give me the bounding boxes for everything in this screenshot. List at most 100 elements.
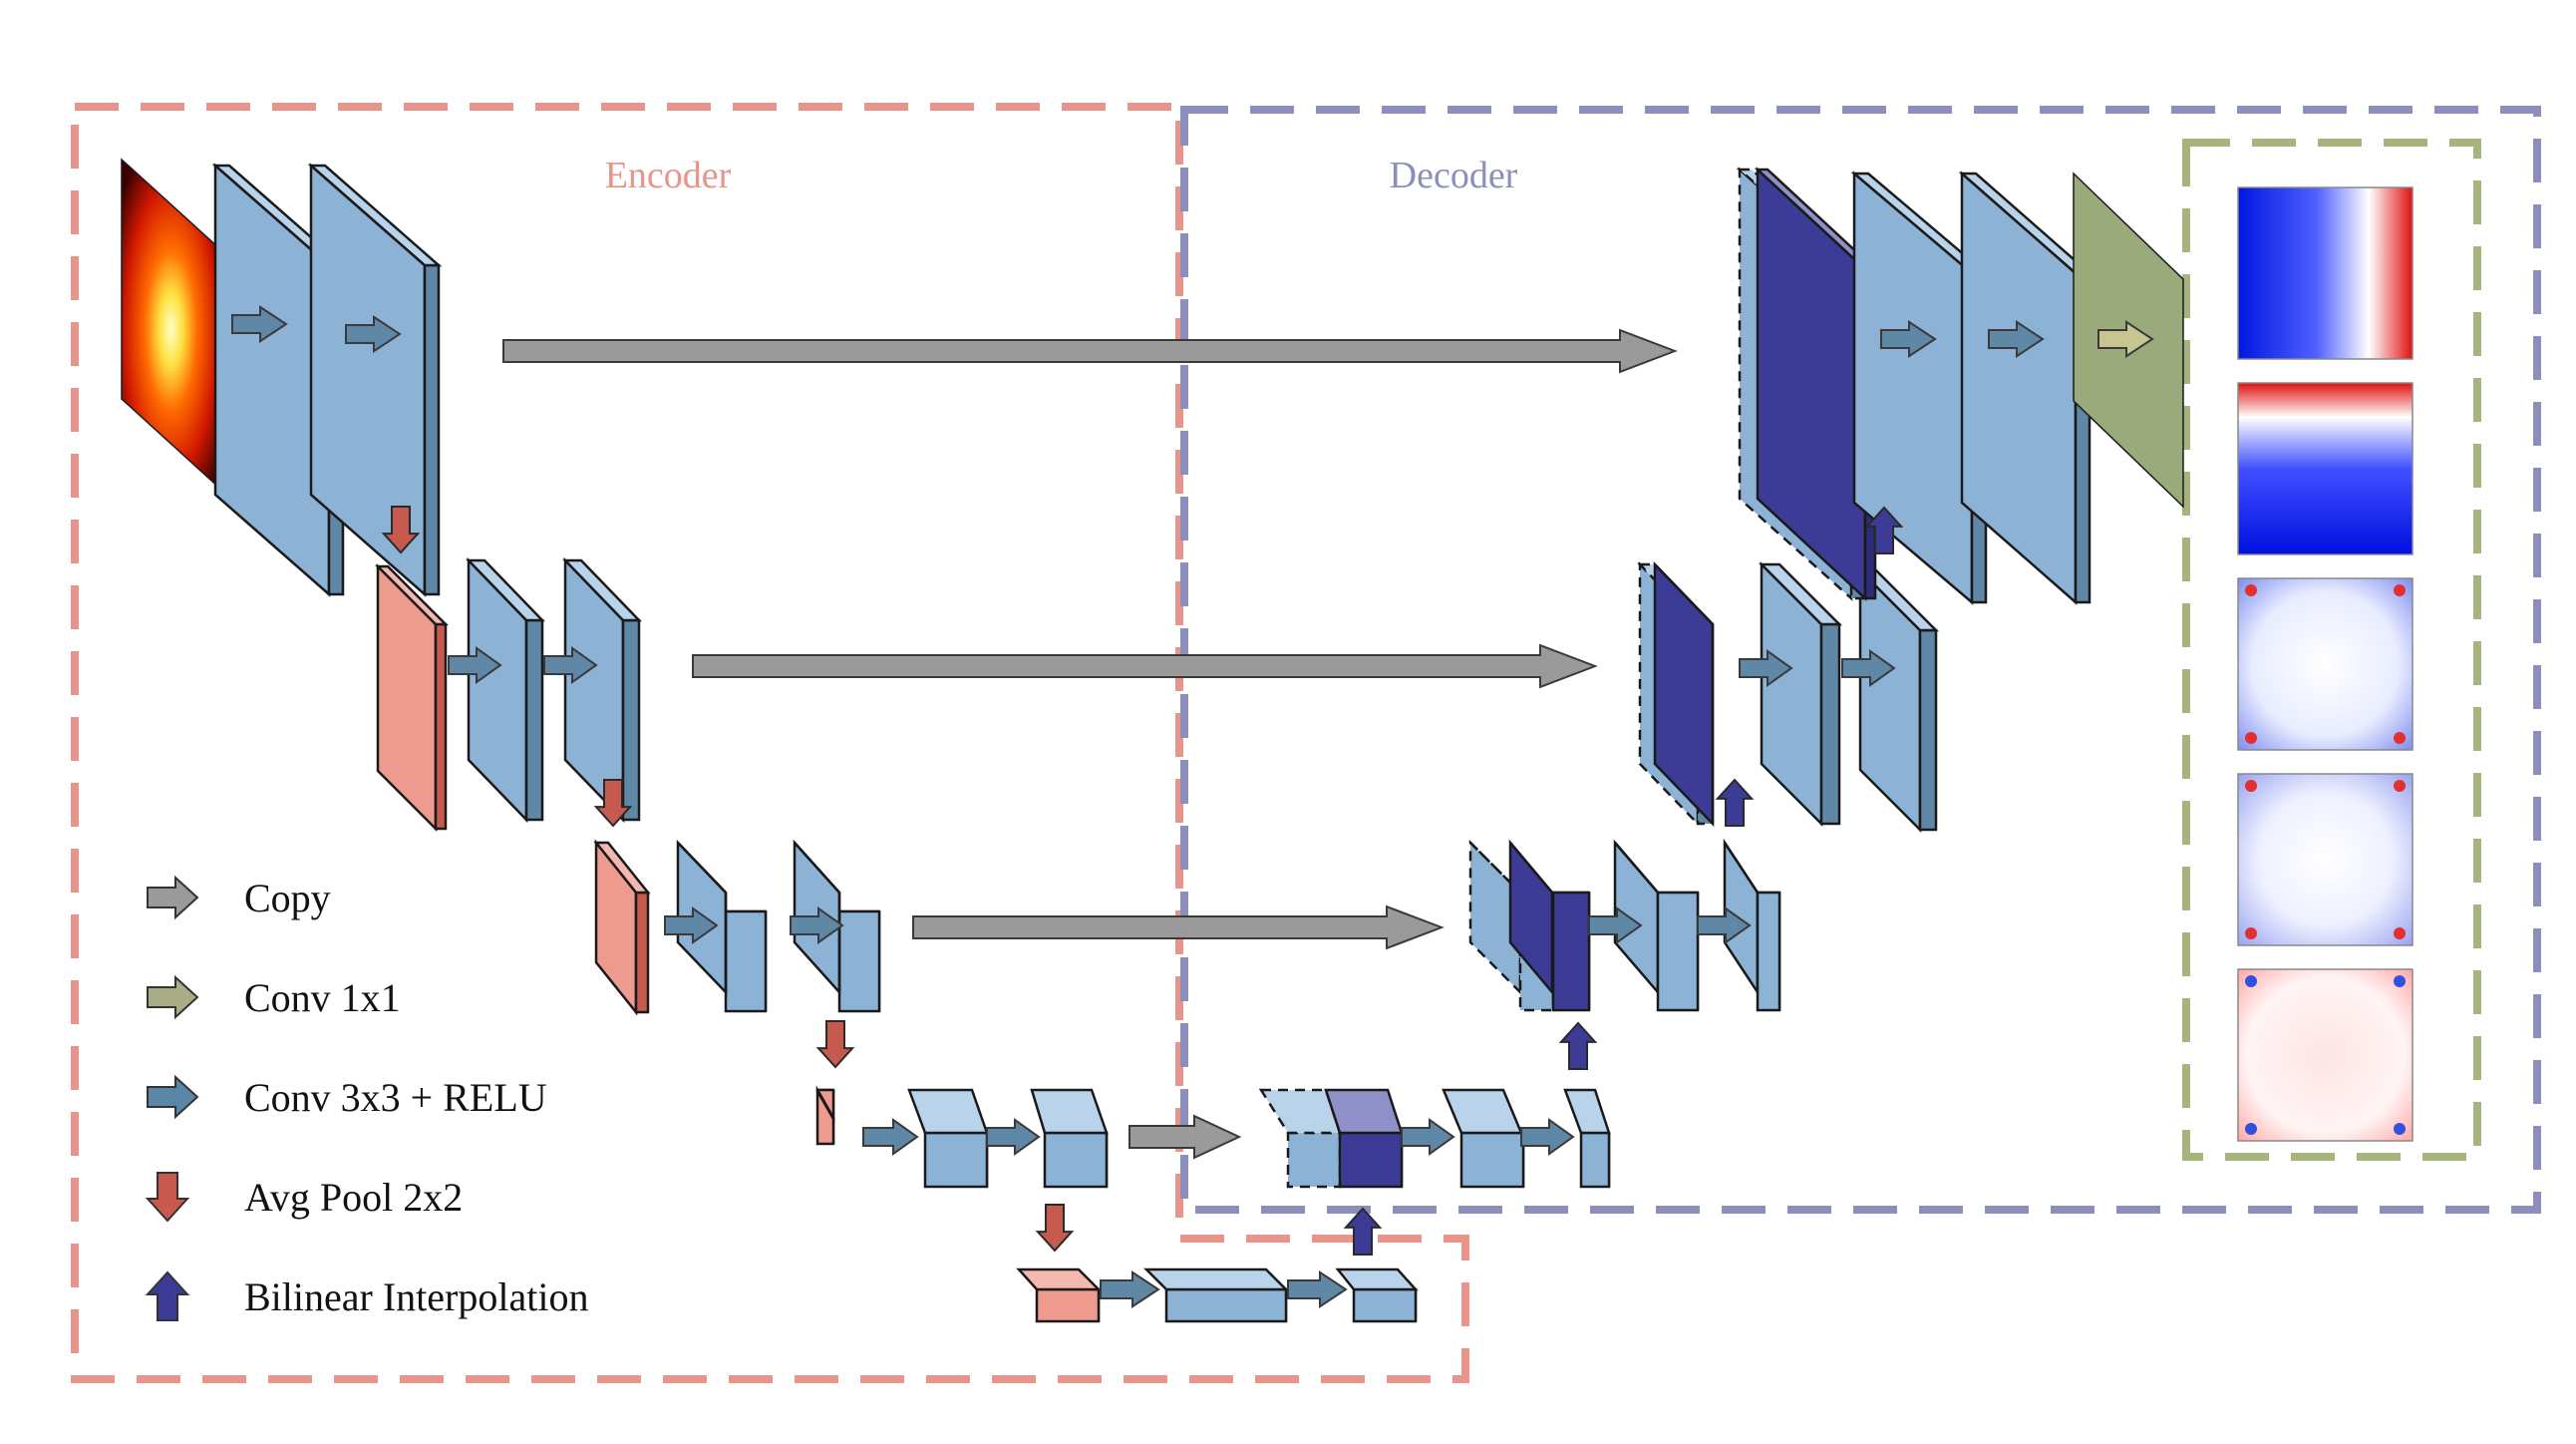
stress-map-4 bbox=[2237, 773, 2414, 946]
bottleneck-conv2-front bbox=[1352, 1287, 1418, 1323]
bottleneck-pool-top bbox=[1016, 1267, 1103, 1291]
enc-l2-conv2-topedge bbox=[562, 558, 642, 622]
conv1x1-arrow bbox=[2097, 320, 2154, 358]
upsample-arrow-1 bbox=[1343, 1207, 1383, 1256]
enc-l4-conv2 bbox=[1043, 1131, 1109, 1189]
dec-l2-conv1-edge bbox=[1819, 622, 1841, 826]
enc-l2-conv2-edge bbox=[621, 618, 641, 822]
dec-l3-conv1-front-front bbox=[1656, 891, 1700, 1012]
enc-l2-conv2 bbox=[562, 556, 642, 824]
conv-arrow-b2 bbox=[1287, 1270, 1348, 1308]
output-maps bbox=[2237, 186, 2414, 1142]
dec-l3-conv2-front-front bbox=[1756, 891, 1781, 1012]
legend-label-2: Conv 3x3 + RELU bbox=[244, 1075, 547, 1120]
conv-arrow-d2b bbox=[1841, 648, 1896, 688]
enc-l2-pool-topedge bbox=[374, 564, 450, 626]
stress-map-5-corner-2 bbox=[2245, 1123, 2257, 1135]
dec-l4-up-top bbox=[1324, 1088, 1404, 1135]
dec-l2-conv1 bbox=[1758, 560, 1843, 828]
output-frame bbox=[2182, 139, 2481, 1161]
enc-l3-conv1-front bbox=[724, 909, 768, 1013]
dec-l4-concat-copy-front bbox=[1286, 1131, 1342, 1189]
bottleneck-conv2 bbox=[1352, 1287, 1418, 1323]
conv-arrow-e4a bbox=[862, 1117, 919, 1157]
conv-arrow-e2b bbox=[543, 645, 598, 685]
legend-arrow-0 bbox=[147, 875, 199, 920]
stress-map-2 bbox=[2237, 382, 2414, 555]
dec-l4-conv1-front bbox=[1459, 1131, 1525, 1189]
bottleneck-conv1-front bbox=[1164, 1287, 1288, 1323]
pool-arrow-2 bbox=[593, 779, 633, 828]
dec-l2-up bbox=[1653, 560, 1715, 828]
conv-arrow-e3b bbox=[790, 905, 844, 945]
pool-arrow-4 bbox=[1035, 1204, 1075, 1253]
dec-l3-up-front bbox=[1551, 891, 1591, 1012]
enc-l4-poolb bbox=[815, 1085, 835, 1124]
legend-arrow-3 bbox=[145, 1172, 190, 1223]
enc-l3-conv2b-topedge bbox=[794, 842, 840, 894]
legend-label-0: Copy bbox=[244, 876, 331, 920]
dec-l3-conv1-front bbox=[1656, 891, 1700, 1012]
enc-l1-conv2-topedge bbox=[307, 164, 443, 267]
dec-l4-conv2 bbox=[1579, 1131, 1611, 1189]
network-layers bbox=[121, 158, 2184, 1323]
stress-map-5-field bbox=[2237, 968, 2414, 1142]
decoder-label: Decoder bbox=[1390, 155, 1518, 196]
conv-arrow-e1b bbox=[345, 315, 402, 353]
stress-map-3-corner-3 bbox=[2394, 732, 2406, 744]
enc-l4-conv1-front bbox=[923, 1131, 989, 1189]
dec-l4-conv2-front bbox=[1579, 1131, 1611, 1189]
enc-l3-pool bbox=[593, 839, 651, 1016]
stress-map-1 bbox=[2237, 186, 2414, 360]
stress-map-3-field bbox=[2237, 577, 2414, 751]
legend-arrow-4 bbox=[145, 1270, 190, 1321]
enc-l1-conv2 bbox=[307, 163, 443, 597]
upsample-arrow-2 bbox=[1558, 1021, 1598, 1070]
dec-l1-conv2 bbox=[1958, 171, 2093, 605]
enc-l4-conv2-top bbox=[1030, 1088, 1109, 1135]
dec-l4-concat-up bbox=[1338, 1131, 1404, 1189]
stress-map-4-corner-3 bbox=[2394, 927, 2406, 939]
bottleneck-pool bbox=[1035, 1287, 1101, 1323]
stress-map-3 bbox=[2237, 577, 2414, 751]
conv-arrow-d3b bbox=[1697, 905, 1752, 945]
conv-arrow-e4b bbox=[986, 1117, 1041, 1157]
encoder-label: Encoder bbox=[605, 155, 732, 196]
stress-map-3-corner-0 bbox=[2245, 584, 2257, 596]
pool-arrow-3 bbox=[815, 1020, 855, 1069]
enc-l2-conv1-topedge bbox=[466, 558, 545, 622]
legend-item-4: Bilinear Interpolation bbox=[145, 1270, 588, 1321]
enc-l3-conv1 bbox=[724, 909, 768, 1013]
skip-arrow-l2 bbox=[692, 643, 1598, 689]
encoder-frame bbox=[71, 103, 1469, 1383]
legend-item-1: Conv 1x1 bbox=[147, 974, 401, 1020]
enc-l3-conv2 bbox=[837, 909, 881, 1013]
bottleneck-conv1-top bbox=[1142, 1267, 1290, 1291]
skip-arrow-l1 bbox=[502, 328, 1678, 374]
stress-map-4-corner-2 bbox=[2245, 927, 2257, 939]
enc-l2-pool-edge bbox=[434, 622, 448, 831]
legend-arrow-1 bbox=[147, 974, 199, 1020]
legend-label-4: Bilinear Interpolation bbox=[244, 1274, 588, 1319]
legend-item-3: Avg Pool 2x2 bbox=[145, 1172, 463, 1223]
dec-l4-concat-copy bbox=[1286, 1131, 1342, 1189]
skip-arrow-l4 bbox=[1128, 1114, 1242, 1160]
dec-l2-conv1-topedge bbox=[1758, 562, 1843, 626]
stress-map-3-corner-1 bbox=[2394, 584, 2406, 596]
bottleneck-conv2-top bbox=[1335, 1267, 1419, 1291]
stress-map-3-corner-2 bbox=[2245, 732, 2257, 744]
stress-map-5 bbox=[2237, 968, 2414, 1142]
dec-l3-up-front-front bbox=[1551, 891, 1591, 1012]
legend-item-0: Copy bbox=[147, 875, 331, 920]
conv-arrow-e1a bbox=[231, 305, 288, 343]
enc-l3-conv1b-topedge bbox=[677, 842, 727, 894]
legend-item-2: Conv 3x3 + RELU bbox=[147, 1074, 547, 1120]
conv-arrow-d1a bbox=[1880, 320, 1937, 358]
conv-arrow-e2a bbox=[448, 645, 502, 685]
enc-l3-conv2-front bbox=[837, 909, 881, 1013]
conv-arrow-d4a bbox=[1401, 1117, 1455, 1157]
enc-l3-pool-topedge bbox=[593, 841, 651, 895]
bottleneck-pool-front bbox=[1035, 1287, 1101, 1323]
